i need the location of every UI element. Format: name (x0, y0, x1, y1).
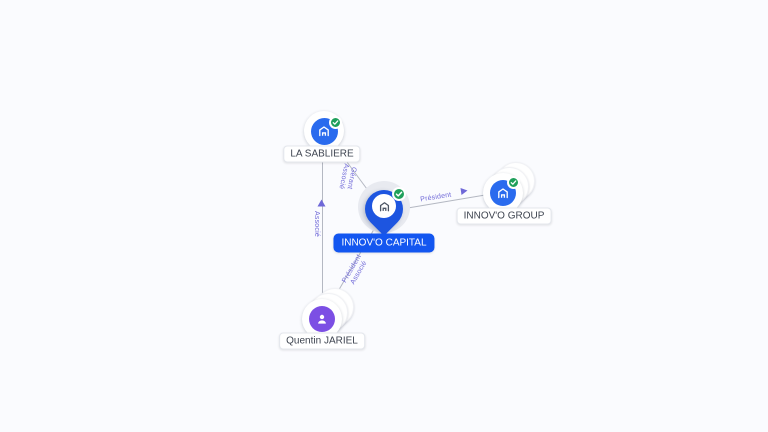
verified-badge (392, 187, 406, 201)
arrow-right-icon (460, 188, 468, 195)
arrow-up-icon (317, 199, 326, 207)
check-icon (395, 190, 403, 198)
building-icon (317, 124, 331, 138)
node-label-innovo-group[interactable]: INNOV'O GROUP (456, 207, 552, 225)
node-label-innovo-capital[interactable]: INNOV'O CAPITAL (333, 233, 435, 253)
node-label-la-sabliere[interactable]: LA SABLIERE (283, 145, 361, 163)
check-icon (510, 179, 517, 186)
verified-badge (507, 176, 520, 189)
check-icon (332, 119, 339, 126)
person-icon (315, 312, 329, 326)
person-disc (309, 306, 335, 332)
node-label-quentin-jariel[interactable]: Quentin JARIEL (279, 332, 365, 350)
verified-badge (328, 115, 342, 129)
building-icon (496, 186, 510, 200)
company-disc (490, 180, 516, 206)
edge-label-text: Associé (313, 211, 320, 237)
pin-inner-circle (372, 194, 396, 218)
building-icon (378, 200, 391, 213)
edge-label-associe: Associé (312, 211, 320, 237)
